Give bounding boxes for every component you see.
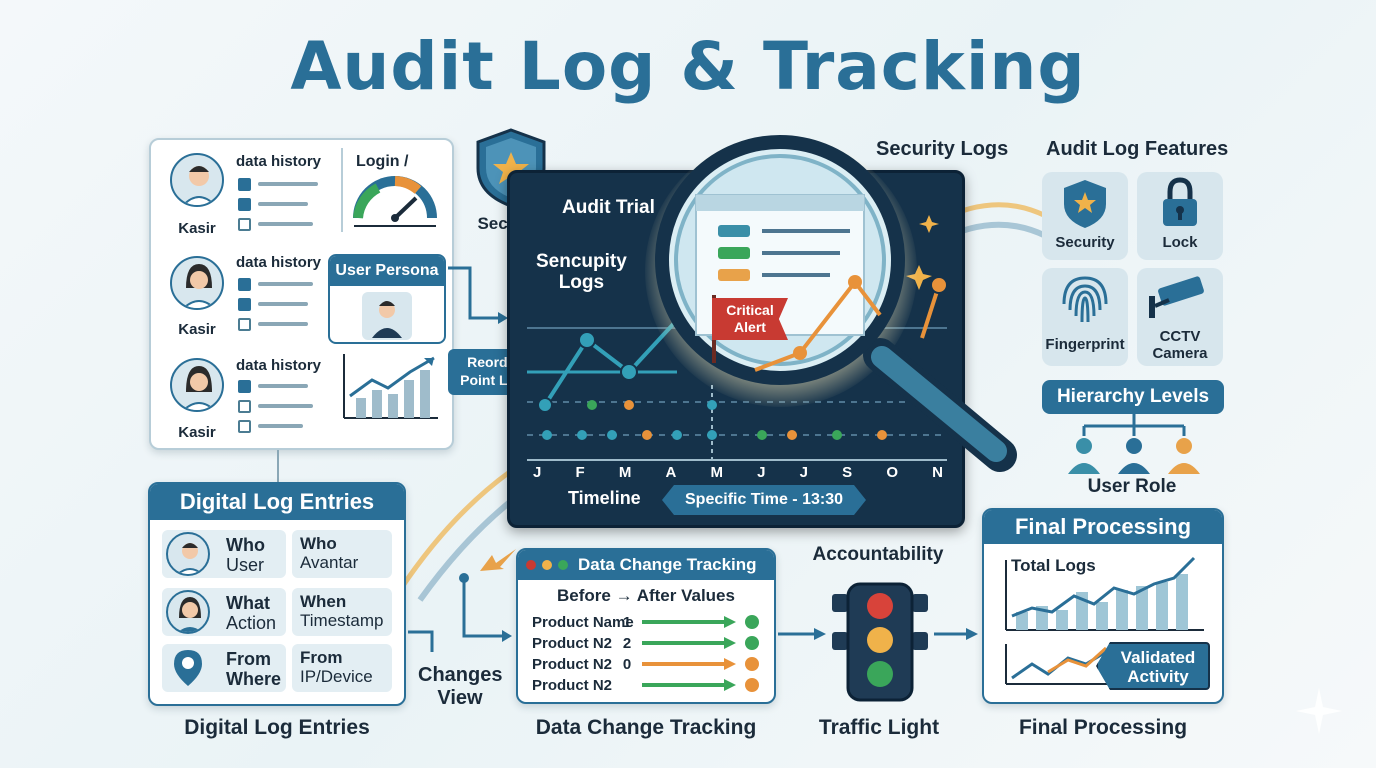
window-dot-red bbox=[526, 560, 536, 570]
timeline-label: Timeline bbox=[568, 488, 641, 508]
checkbox[interactable] bbox=[238, 400, 251, 413]
product-row: Product N2 bbox=[532, 656, 613, 673]
flow-arrow bbox=[448, 266, 508, 324]
window-dot-green bbox=[558, 560, 568, 570]
month-tick: N bbox=[932, 464, 943, 481]
month-tick: M bbox=[618, 464, 632, 481]
checkbox[interactable] bbox=[238, 178, 251, 191]
checkbox[interactable] bbox=[238, 420, 251, 433]
product-list: Product Name Product N2 Product N2 Produ… bbox=[532, 612, 634, 696]
checkbox[interactable] bbox=[238, 298, 251, 311]
data-change-caption: Data Change Tracking bbox=[535, 716, 757, 739]
validated-activity-tag: Validated Activity bbox=[1096, 642, 1210, 690]
product-values: 1 2 0 bbox=[622, 614, 632, 673]
checkbox[interactable] bbox=[238, 318, 251, 331]
flow-arrow bbox=[778, 628, 826, 640]
final-chart bbox=[1005, 556, 1204, 685]
checkbox[interactable] bbox=[238, 278, 251, 291]
log-entry-when-timestamp: When Timestamp bbox=[292, 588, 392, 636]
product-row: Product Name bbox=[532, 614, 634, 631]
location-pin-icon bbox=[174, 650, 202, 686]
persona-avatar bbox=[362, 292, 412, 340]
timeline-chart bbox=[527, 215, 948, 461]
accountability-heading: Accountability bbox=[812, 544, 944, 565]
data-history-header: data history bbox=[236, 357, 322, 374]
log-entry-who-avatar: Who Avantar bbox=[292, 530, 392, 578]
month-tick: A bbox=[665, 464, 677, 481]
user-role-icon bbox=[1068, 414, 1200, 474]
feature-cctv[interactable]: CCTV Camera bbox=[1137, 268, 1223, 366]
bar-trend-icon bbox=[343, 354, 438, 419]
sencupity-logs-label: Sencupity Logs bbox=[536, 251, 627, 293]
hierarchy-levels-badge: Hierarchy Levels bbox=[1042, 380, 1224, 414]
user-role-label: User Role bbox=[1087, 476, 1177, 497]
window-dot-yellow bbox=[542, 560, 552, 570]
cctv-camera-icon bbox=[1149, 276, 1204, 318]
security-logs-heading: Security Logs bbox=[876, 138, 1009, 160]
orange-arrow bbox=[480, 549, 516, 571]
specific-time-badge[interactable]: Specific Time - 13:30 bbox=[662, 485, 866, 515]
traffic-light-caption: Traffic Light bbox=[818, 716, 940, 739]
month-tick: M bbox=[710, 464, 723, 481]
month-tick: J bbox=[533, 464, 542, 481]
change-arrows bbox=[642, 615, 759, 692]
lock-icon bbox=[1163, 177, 1197, 226]
digital-log-heading: Digital Log Entries bbox=[150, 484, 404, 520]
user-name: Kasir bbox=[178, 424, 216, 441]
checkbox[interactable] bbox=[238, 218, 251, 231]
final-processing-caption: Final Processing bbox=[1018, 716, 1188, 739]
product-row: Product N2 bbox=[532, 635, 613, 652]
data-history-header: data history bbox=[236, 254, 322, 271]
user-name: Kasir bbox=[178, 220, 216, 237]
digital-log-caption: Digital Log Entries bbox=[184, 716, 370, 739]
data-change-panel: Data Change Tracking bbox=[516, 548, 776, 704]
month-tick: S bbox=[842, 464, 853, 481]
magnifier-icon bbox=[655, 135, 1017, 472]
user-persona-title: User Persona bbox=[330, 256, 444, 286]
flow-arrow bbox=[408, 573, 512, 652]
feature-lock[interactable]: Lock bbox=[1137, 172, 1223, 260]
user-persona-card[interactable]: User Persona bbox=[328, 254, 446, 344]
user-avatar bbox=[170, 358, 224, 412]
data-history-header: data history bbox=[236, 153, 322, 170]
user-avatar bbox=[170, 256, 224, 310]
audit-trial-label: Audit Trial bbox=[562, 197, 655, 218]
user-name: Kasir bbox=[178, 321, 216, 338]
before-after-subheading: Before → After Values bbox=[557, 586, 735, 605]
data-change-heading: Data Change Tracking bbox=[578, 555, 757, 574]
user-avatar bbox=[166, 590, 210, 634]
month-tick: J bbox=[799, 464, 808, 481]
checkbox[interactable] bbox=[238, 380, 251, 393]
month-tick: O bbox=[886, 464, 898, 481]
page-title: Audit Log & Tracking bbox=[290, 28, 1086, 105]
month-tick: F bbox=[575, 464, 585, 481]
total-logs-label: Total Logs bbox=[1011, 556, 1096, 575]
features-heading: Audit Log Features bbox=[1046, 138, 1229, 160]
traffic-light-icon bbox=[832, 582, 928, 702]
login-label: Login / bbox=[356, 153, 409, 170]
fingerprint-icon bbox=[1062, 276, 1108, 323]
sparkle-icon bbox=[1296, 688, 1342, 734]
user-avatar bbox=[166, 532, 210, 576]
critical-alert-flag: Critical Alert bbox=[712, 298, 788, 340]
user-avatar bbox=[170, 153, 224, 207]
final-processing-heading: Final Processing bbox=[984, 510, 1222, 544]
product-row: Product N2 bbox=[532, 677, 613, 694]
gauge-icon bbox=[353, 176, 437, 227]
feature-fingerprint[interactable]: Fingerprint bbox=[1042, 268, 1128, 366]
flow-arrow bbox=[934, 628, 978, 640]
feature-security[interactable]: Security bbox=[1042, 172, 1128, 260]
changes-view-label: Changes View bbox=[418, 664, 503, 709]
log-entry-from-ip: From IP/Device bbox=[292, 644, 392, 692]
checkbox[interactable] bbox=[238, 198, 251, 211]
month-axis: J F M A M J J S O N bbox=[533, 464, 943, 481]
month-tick: J bbox=[757, 464, 766, 481]
shield-icon bbox=[1064, 180, 1106, 228]
